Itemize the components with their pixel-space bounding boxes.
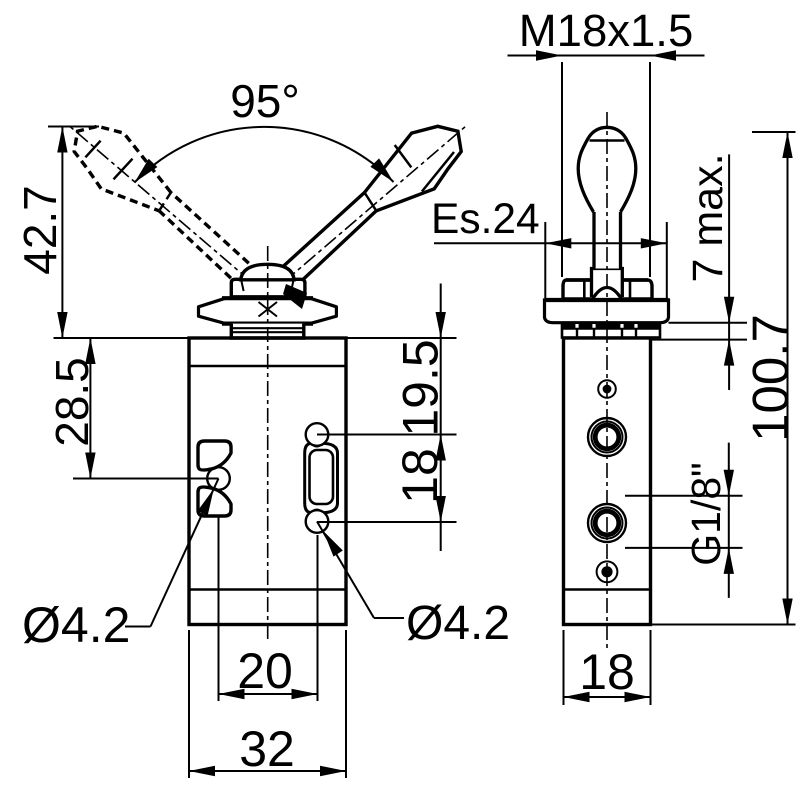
svg-text:7 max.: 7 max. <box>684 153 732 282</box>
svg-text:42.7: 42.7 <box>14 185 66 275</box>
svg-text:M18x1.5: M18x1.5 <box>519 5 694 56</box>
svg-text:Es.24: Es.24 <box>431 196 540 243</box>
svg-text:28.5: 28.5 <box>46 357 98 447</box>
svg-text:100.7: 100.7 <box>742 314 799 442</box>
svg-text:18: 18 <box>579 644 635 700</box>
svg-text:Ø4.2: Ø4.2 <box>22 597 130 653</box>
svg-text:Ø4.2: Ø4.2 <box>406 597 510 650</box>
svg-text:19.5: 19.5 <box>393 339 449 436</box>
svg-text:32: 32 <box>239 721 295 777</box>
svg-text:95°: 95° <box>230 75 300 127</box>
svg-text:18: 18 <box>392 448 448 504</box>
svg-text:20: 20 <box>237 643 293 699</box>
svg-text:G1/8": G1/8" <box>683 462 729 565</box>
